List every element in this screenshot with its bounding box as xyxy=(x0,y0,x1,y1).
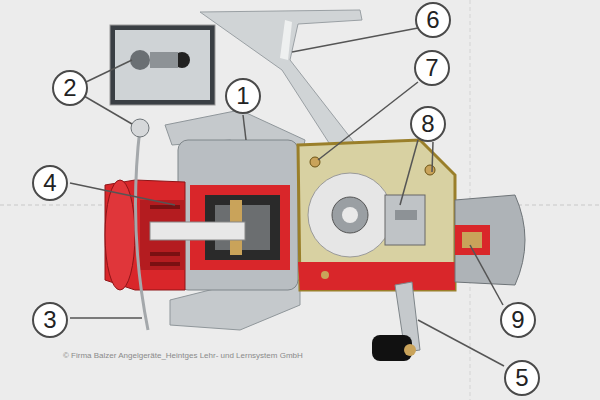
callout-circle: 8 xyxy=(410,106,446,142)
callout-number: 3 xyxy=(43,308,56,332)
callout-number: 7 xyxy=(425,56,438,80)
callout-circle: 4 xyxy=(32,165,68,201)
callout-number: 1 xyxy=(236,84,249,108)
callout-circle: 9 xyxy=(500,302,536,338)
callout-circle: 3 xyxy=(32,302,68,338)
callout-circle: 2 xyxy=(52,70,88,106)
callout-number: 2 xyxy=(63,76,76,100)
callout-number: 6 xyxy=(426,8,439,32)
callout-circle: 6 xyxy=(415,2,451,38)
callout-number: 8 xyxy=(421,112,434,136)
callout-circle: 7 xyxy=(414,50,450,86)
callout-number: 5 xyxy=(515,366,528,390)
callout-circle: 5 xyxy=(504,360,540,396)
callout-number: 4 xyxy=(43,171,56,195)
callout-number: 9 xyxy=(511,308,524,332)
callout-circle: 1 xyxy=(225,78,261,114)
watermark: © Firma Balzer Angelgeräte_Heintges Lehr… xyxy=(63,351,303,360)
